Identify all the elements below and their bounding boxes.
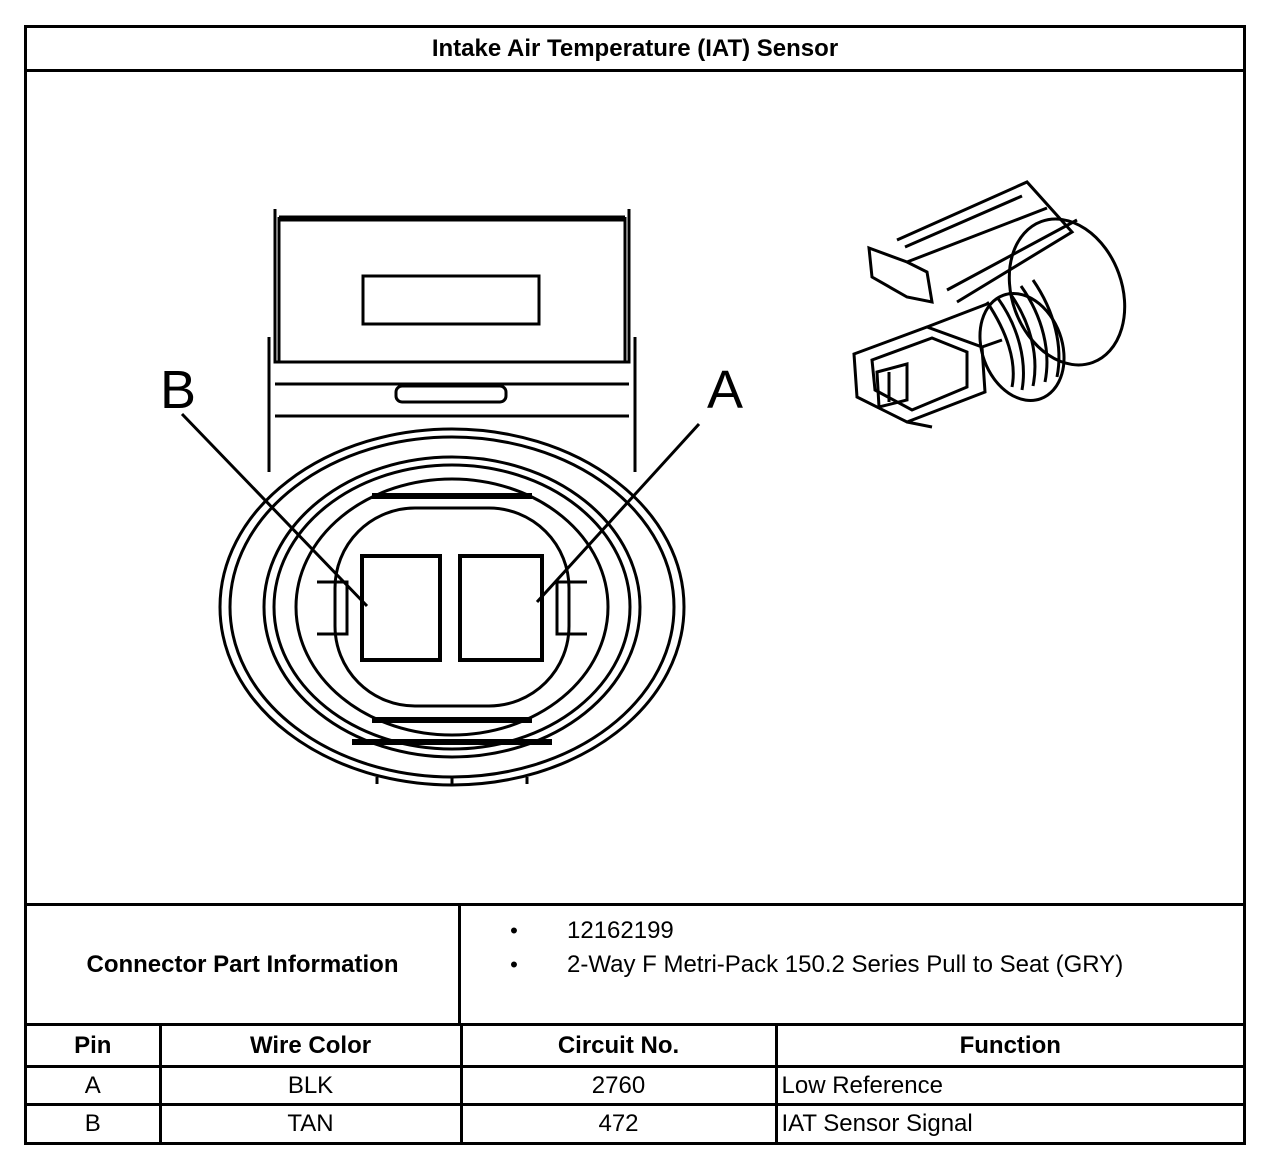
table-row: A BLK 2760 Low Reference xyxy=(27,1065,1243,1106)
pin-table-header: Pin Wire Color Circuit No. Function xyxy=(27,1023,1243,1068)
pin-b-leader xyxy=(180,412,369,608)
header-circuit-no: Circuit No. xyxy=(459,1023,778,1068)
cell-wire-color: TAN xyxy=(158,1103,463,1143)
table-row: B TAN 472 IAT Sensor Signal xyxy=(27,1103,1243,1143)
cell-pin: A xyxy=(27,1065,162,1106)
sheet-title: Intake Air Temperature (IAT) Sensor xyxy=(27,28,1243,72)
connector-figure: B A xyxy=(27,72,1243,903)
cell-pin: B xyxy=(27,1103,162,1143)
connector-housing xyxy=(218,427,686,787)
header-wire-color: Wire Color xyxy=(158,1023,463,1068)
connector-drawing: B A xyxy=(160,180,1127,787)
pin-b-label: B xyxy=(160,360,196,420)
pin-a-leader xyxy=(535,422,701,604)
cavity-a xyxy=(458,554,544,662)
cell-function: IAT Sensor Signal xyxy=(774,1103,1243,1143)
header-pin: Pin xyxy=(27,1023,162,1068)
pin-table: Pin Wire Color Circuit No. Function A BL… xyxy=(27,1023,1243,1143)
latch-body xyxy=(267,209,637,472)
connector-isometric-icon xyxy=(852,180,1127,429)
part-info-label: Connector Part Information xyxy=(27,906,461,1023)
part-number: 12162199 xyxy=(567,917,674,944)
part-info-item: • 12162199 xyxy=(461,914,1243,948)
cell-circuit-no: 472 xyxy=(459,1103,778,1143)
connector-part-info: Connector Part Information • 12162199 • … xyxy=(27,903,1243,1023)
cavity-b xyxy=(360,554,442,662)
pin-a-label: A xyxy=(707,360,743,420)
part-info-list: • 12162199 • 2-Way F Metri-Pack 150.2 Se… xyxy=(461,906,1243,1023)
cell-function: Low Reference xyxy=(774,1065,1243,1106)
part-info-item: • 2-Way F Metri-Pack 150.2 Series Pull t… xyxy=(461,948,1243,982)
bullet-icon: • xyxy=(510,918,518,943)
header-function: Function xyxy=(774,1023,1243,1068)
cell-circuit-no: 2760 xyxy=(459,1065,778,1106)
cell-wire-color: BLK xyxy=(158,1065,463,1106)
connector-sheet: Intake Air Temperature (IAT) Sensor xyxy=(24,25,1246,1145)
bullet-icon: • xyxy=(510,952,518,977)
part-description: 2-Way F Metri-Pack 150.2 Series Pull to … xyxy=(567,951,1124,978)
